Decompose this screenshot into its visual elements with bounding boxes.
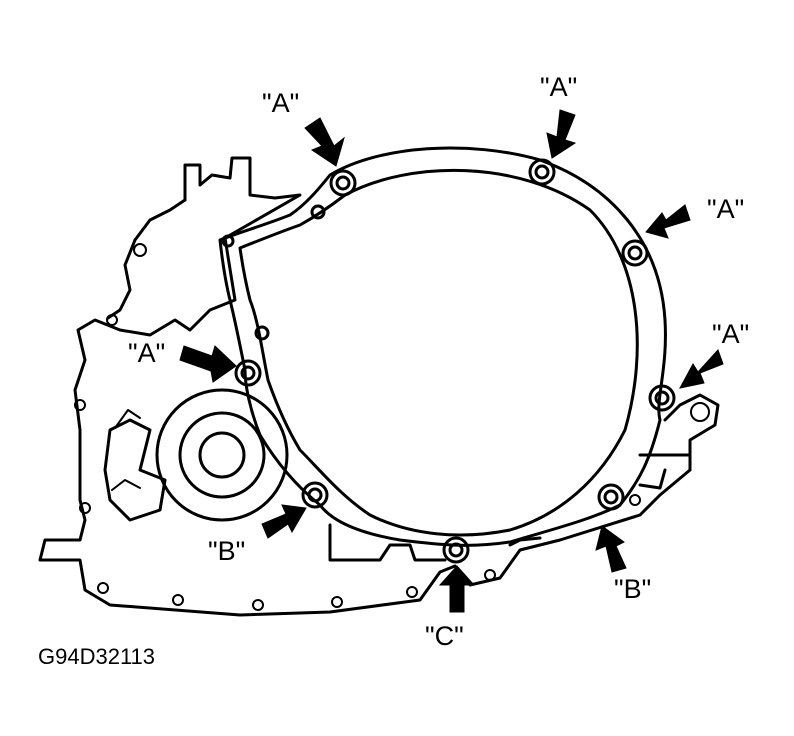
arrow-b2 — [595, 525, 627, 573]
fork-pivot — [111, 409, 141, 491]
release-fork — [103, 418, 167, 522]
arrow-a3 — [645, 204, 691, 239]
input-shaft-outer — [155, 388, 289, 522]
input-shaft-bore — [198, 431, 246, 479]
housing-bolt-holes — [74, 243, 710, 611]
callout-label-c1: "C" — [425, 621, 464, 651]
callout-label-a4: "A" — [712, 319, 749, 349]
lower-flange — [328, 523, 542, 562]
callout-label-a5: "A" — [128, 338, 165, 368]
callout-label-b1: "B" — [208, 536, 245, 566]
callout-label-a3: "A" — [707, 194, 744, 224]
arrow-c1 — [438, 565, 476, 613]
arrow-a5 — [179, 345, 237, 383]
bell-housing-bore — [238, 168, 639, 537]
housing-outline — [38, 156, 720, 617]
callout-label-a2: "A" — [540, 72, 577, 102]
callout-label-a1: "A" — [262, 88, 299, 118]
callout-arrows — [179, 109, 724, 613]
arrow-a1 — [304, 117, 345, 167]
gasket-flange — [218, 146, 667, 547]
input-shaft-seal — [178, 411, 266, 499]
flange-bolt-holes — [221, 158, 676, 564]
housing-upper-left — [106, 198, 187, 320]
arrow-a4 — [679, 349, 724, 389]
right-bracket — [638, 453, 692, 490]
callout-label-b2: "B" — [614, 574, 651, 604]
arrow-a2 — [546, 109, 577, 159]
arrow-b1 — [261, 504, 307, 539]
figure-id: G94D32113 — [38, 644, 155, 669]
